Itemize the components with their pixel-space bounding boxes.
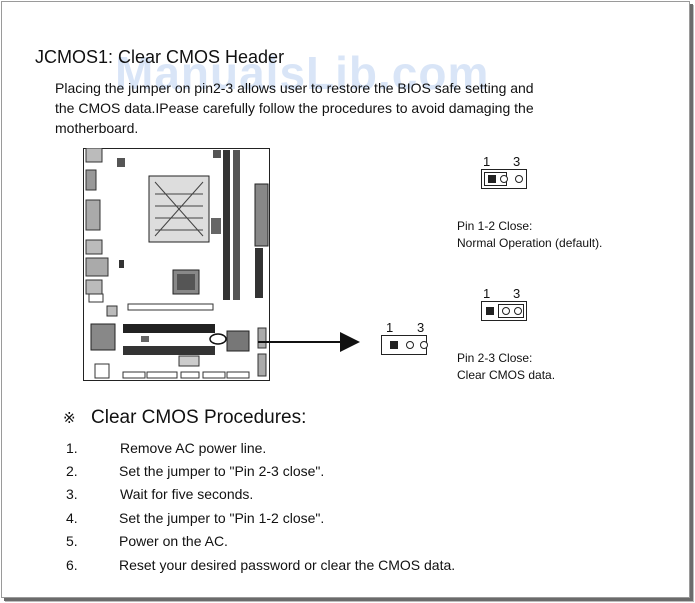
step-number: 1. [66,440,78,456]
step-number: 6. [66,557,78,573]
jumper-body [481,169,527,189]
pin-label-3: 3 [513,286,521,301]
intro-line: the CMOS data.IPease carefully follow th… [55,100,534,116]
section-title: JCMOS1: Clear CMOS Header [35,47,285,67]
pin-2 [406,341,414,349]
step-number: 4. [66,510,78,526]
step-text: Reset your desired password or clear the… [119,557,456,573]
pin-3 [514,307,522,315]
pin-1 [488,175,496,183]
pin-3 [420,341,428,349]
caption-line: Clear CMOS data. [457,368,556,382]
pin-label-1: 1 [483,286,491,301]
step-number: 3. [66,486,78,502]
step-text: Power on the AC. [119,533,228,549]
procedures-title: Clear CMOS Procedures: [91,407,307,428]
step-number: 2. [66,463,78,479]
reference-mark-icon: ※ [63,410,76,427]
jumper-cap [498,304,524,318]
pin-2 [502,307,510,315]
step-number: 5. [66,533,78,549]
pin-1 [390,341,398,349]
pin-1 [486,307,494,315]
intro-line: Placing the jumper on pin2-3 allows user… [55,80,534,96]
pin-label-3: 3 [417,320,425,335]
step-text: Set the jumper to "Pin 1-2 close". [119,510,325,526]
jumper-pin-2-3-caption: Pin 2-3 Close: Clear CMOS data. [457,350,555,384]
jumper-body [481,301,527,321]
pin-2 [500,175,508,183]
motherboard-diagram [83,148,270,381]
procedures-heading: ※ Clear CMOS Procedures: [63,407,306,429]
caption-line: Normal Operation (default). [457,236,603,250]
pin-label-1: 1 [483,154,491,169]
pin-3 [515,175,523,183]
jumper-pin-1-2-caption: Pin 1-2 Close: Normal Operation (default… [457,218,602,252]
intro-line: motherboard. [55,120,139,136]
step-text: Set the jumper to "Pin 2-3 close". [119,463,325,479]
step-text: Remove AC power line. [120,440,267,456]
pin-label-3: 3 [513,154,521,169]
watermark: ManualsLib.com [115,47,490,99]
caption-line: Pin 2-3 Close: [457,351,533,365]
pin-label-1: 1 [386,320,394,335]
pointer-arrow [258,332,360,352]
intro-paragraph: Placing the jumper on pin2-3 allows user… [55,78,575,138]
jumper-body [381,335,428,355]
step-text: Wait for five seconds. [120,486,254,502]
caption-line: Pin 1-2 Close: [457,219,533,233]
